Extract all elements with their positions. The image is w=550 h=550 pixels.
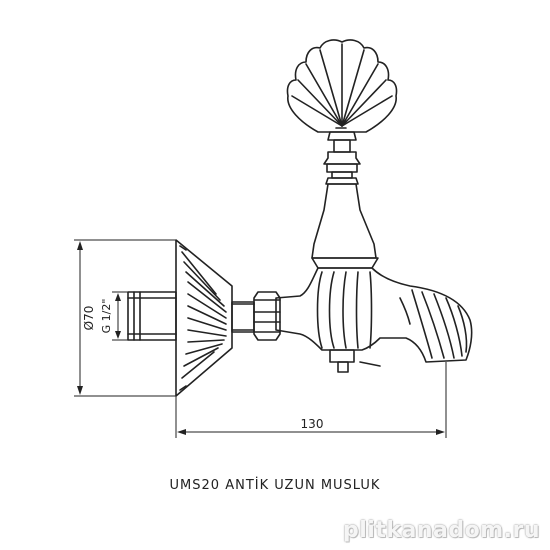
product-caption: UMS20 ANTİK UZUN MUSLUK	[169, 478, 381, 493]
faucet-body	[275, 267, 473, 373]
length-dimension-label: 130	[301, 417, 324, 431]
threaded-connector	[127, 291, 177, 341]
height-dimension-label: Ø70	[82, 306, 96, 331]
coupling	[231, 301, 255, 333]
length-dimension	[175, 362, 447, 438]
thread-dimension	[112, 291, 128, 341]
thread-dimension-label: G 1/2"	[100, 299, 113, 334]
shell-handle	[286, 39, 398, 133]
height-dimension	[74, 239, 176, 397]
wall-flange	[175, 239, 233, 397]
handle-stem	[323, 131, 361, 185]
valve-housing	[311, 183, 379, 269]
watermark: plitkanadom.ru	[343, 518, 540, 543]
